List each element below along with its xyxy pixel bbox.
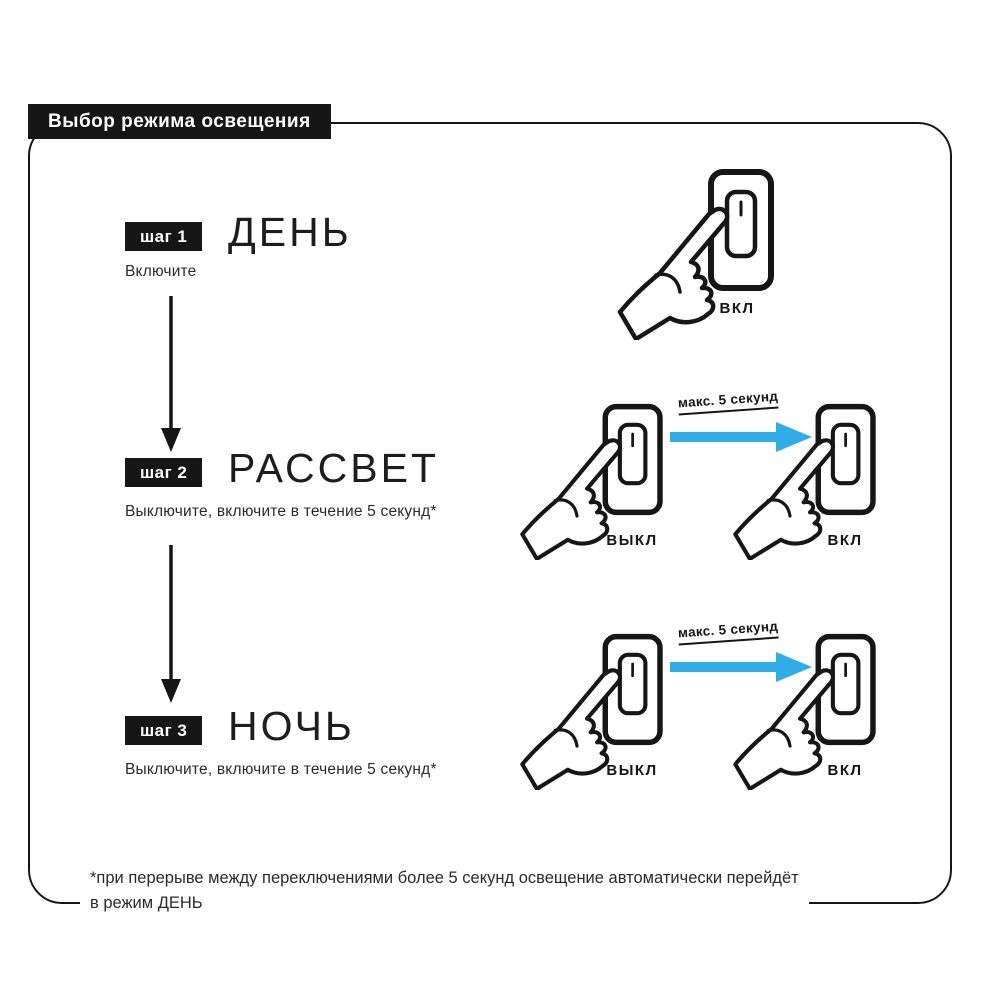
step-1-switch-on-label: ВКЛ: [719, 300, 755, 317]
down-arrow-icon: [161, 296, 181, 452]
step-3-switch-off-label: ВЫКЛ: [606, 762, 658, 779]
step-3-badge: шаг 3: [125, 716, 203, 745]
step-3-right-arrow-icon: [670, 652, 812, 682]
step-2-right-arrow-icon: [670, 422, 812, 452]
step-1-badge: шаг 1: [125, 222, 203, 251]
step-3-title: НОЧЬ: [228, 703, 355, 749]
step-2-instruction: Выключите, включите в течение 5 секунд*: [125, 503, 437, 520]
step-2-switch-off-label: ВЫКЛ: [606, 532, 658, 549]
step-3-switch-on-label: ВКЛ: [827, 762, 863, 779]
page-title: Выбор режима освещения: [28, 104, 331, 139]
footnote-line-1: *при перерыве между переключениями более…: [90, 869, 799, 887]
step-2-switch-on-label: ВКЛ: [827, 532, 863, 549]
footnote: *при перерыве между переключениями более…: [80, 862, 809, 920]
step-2-title: РАССВЕТ: [228, 445, 440, 491]
step-1-title: ДЕНЬ: [228, 209, 352, 255]
step-3-instruction: Выключите, включите в течение 5 секунд*: [125, 761, 437, 778]
footnote-line-2: в режим ДЕНЬ: [90, 893, 203, 912]
step-1-instruction: Включите: [125, 263, 197, 280]
down-arrow-icon: [161, 545, 181, 703]
step-2-badge: шаг 2: [125, 458, 203, 487]
